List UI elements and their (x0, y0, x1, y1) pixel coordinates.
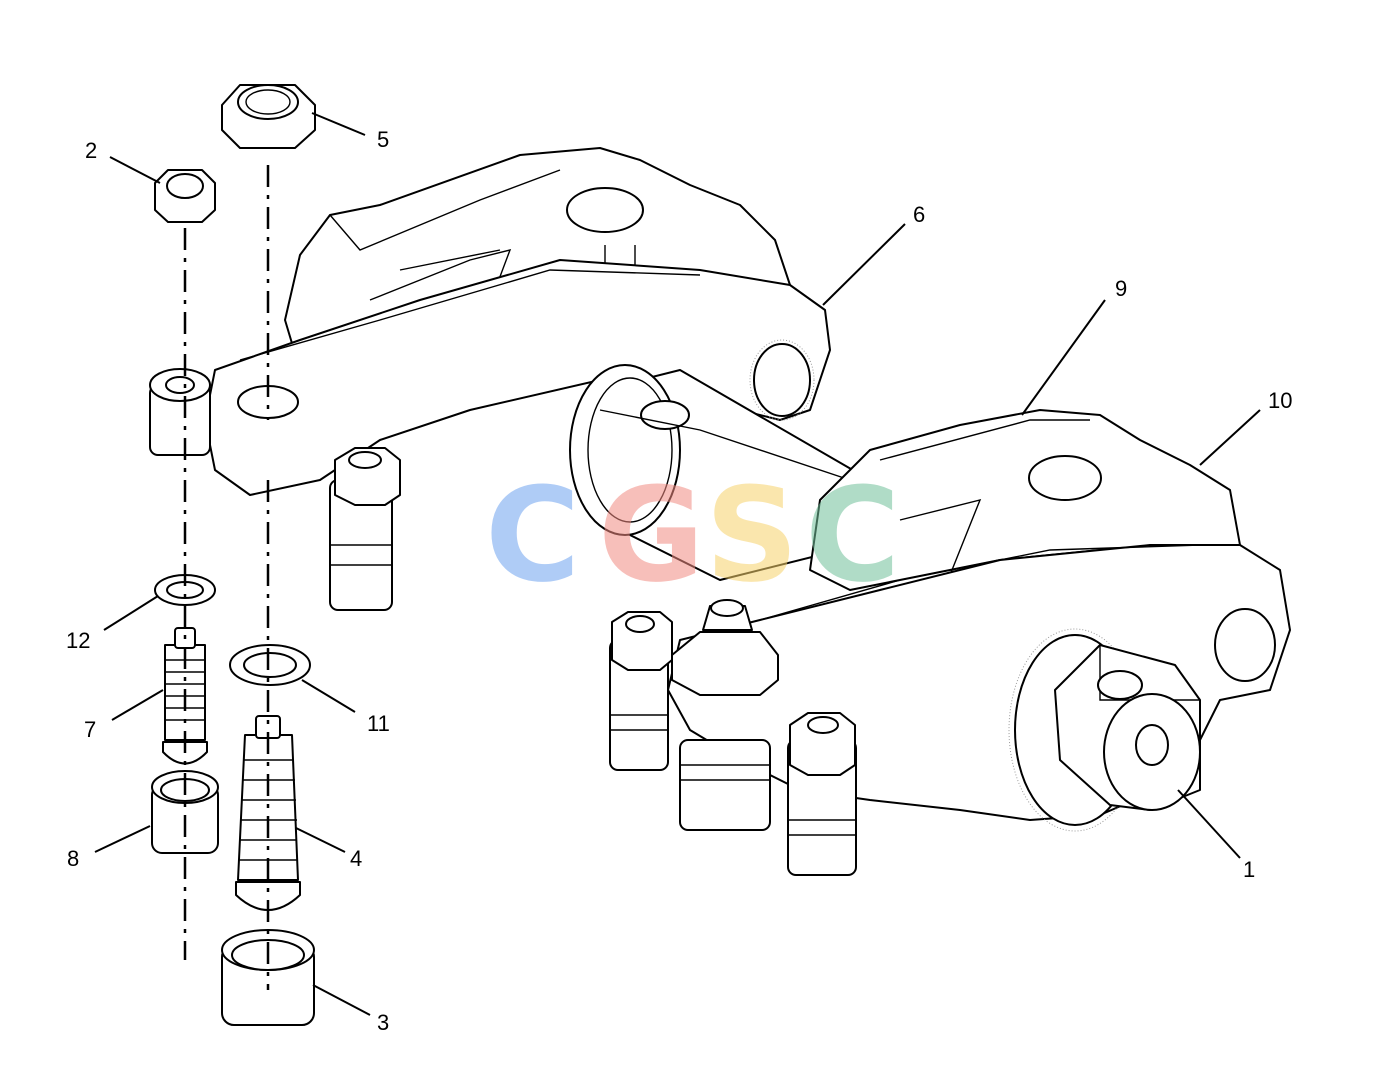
leader-7 (111, 689, 164, 721)
adjusting-screw-front-center (671, 599, 779, 831)
callout-8: 8 (67, 846, 79, 871)
callout-4: 4 (350, 846, 362, 871)
wm-letter-g: G (598, 459, 705, 611)
rocker-shaft (569, 364, 881, 581)
leader-8 (94, 825, 151, 853)
callout-labels: 1 2 3 4 5 6 7 8 9 10 11 12 (66, 127, 1292, 1035)
rocker-arm-rear (204, 147, 831, 496)
callout-11: 11 (367, 711, 390, 736)
adjusting-screw-rear (329, 447, 401, 611)
callout-1: 1 (1243, 857, 1255, 882)
leader-11 (301, 679, 356, 713)
callout-6: 6 (913, 202, 925, 227)
adjusting-screw-front-left (609, 611, 673, 771)
cgsc-watermark-logo: C G S C (485, 459, 900, 611)
leader-10 (1199, 409, 1261, 466)
callout-12: 12 (66, 628, 90, 653)
callout-7: 7 (84, 717, 96, 742)
callout-5: 5 (377, 127, 389, 152)
leader-3 (312, 984, 371, 1016)
leader-6 (822, 223, 906, 306)
leader-lines (94, 112, 1261, 1016)
callout-10: 10 (1268, 388, 1292, 413)
adjusting-screw-front-right (787, 712, 857, 876)
leader-5 (311, 112, 366, 136)
leader-1 (1177, 789, 1241, 859)
leader-9 (1021, 299, 1106, 416)
callout-2: 2 (85, 138, 97, 163)
wm-letter-c2: C (805, 459, 900, 611)
callout-3: 3 (377, 1010, 389, 1035)
wm-letter-s: S (705, 459, 799, 611)
spacer-under-arm (149, 368, 211, 456)
callout-9: 9 (1115, 276, 1127, 301)
nut-part-2 (154, 169, 216, 223)
nut-part-5 (221, 84, 316, 149)
leader-12 (103, 595, 159, 631)
leader-2 (109, 156, 161, 184)
wm-letter-c1: C (485, 459, 580, 611)
leader-4 (295, 827, 346, 853)
washer-part-11 (229, 644, 311, 686)
